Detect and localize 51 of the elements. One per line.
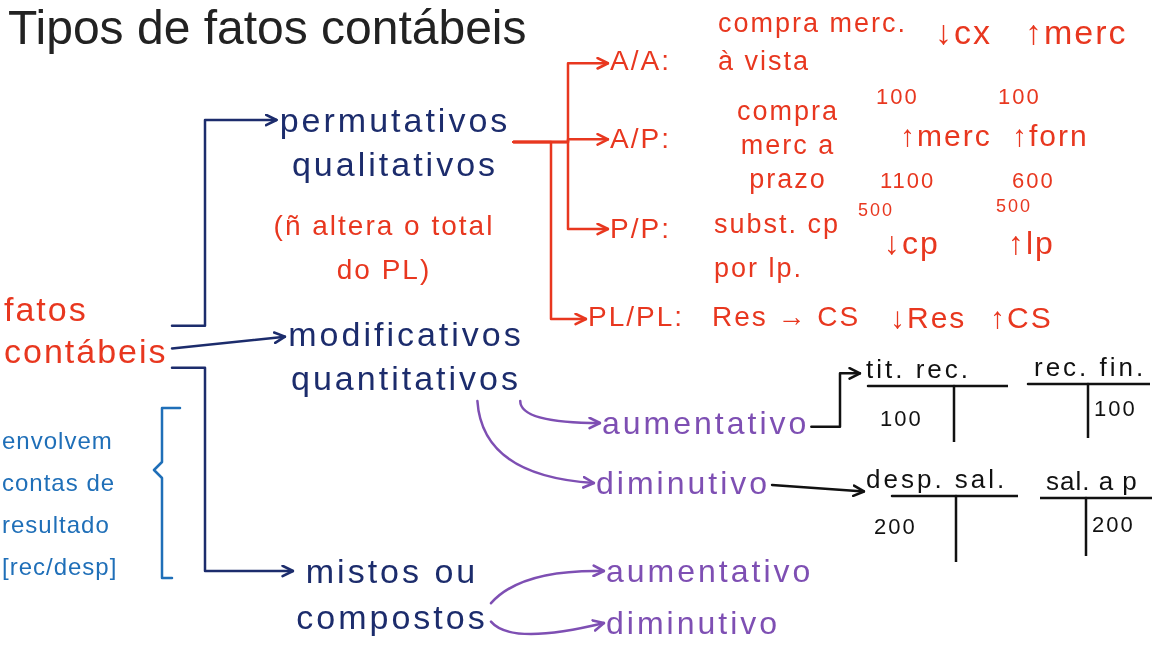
arrow <box>810 366 862 429</box>
account-change: ↓Res <box>890 300 967 336</box>
amount: 1100 <box>880 168 936 194</box>
amount: 500 <box>996 195 1033 217</box>
account-change: ↓cx <box>935 12 992 53</box>
subtype-label: aumentativo <box>606 552 814 590</box>
amount: 600 <box>1012 168 1055 194</box>
case-description: compra merc. à vista <box>718 7 909 78</box>
account-change: ↑lp <box>1008 224 1055 262</box>
arrow <box>170 331 287 350</box>
account-name: sal. a p <box>1046 466 1138 497</box>
subtype-label: aumentativo <box>602 404 810 442</box>
arrow <box>170 366 295 578</box>
arrow <box>489 618 606 636</box>
case-description: subst. cp por lp. <box>714 208 842 285</box>
amount: 100 <box>876 84 919 110</box>
arrow <box>512 140 588 326</box>
amount: 100 <box>998 84 1041 110</box>
category-label: mistos ou compostos <box>295 548 489 640</box>
title: Tipos de fatos contábeis <box>8 0 527 56</box>
amount: 100 <box>880 406 923 432</box>
category-label: modificativos quantitativos <box>287 312 525 400</box>
account-name: tit. rec. <box>866 354 971 385</box>
subtype-label: diminutivo <box>606 604 781 642</box>
arrow <box>519 399 602 430</box>
category-label: permutativos qualitativos <box>278 98 512 186</box>
side-note: (ñ altera o total do PL) <box>272 209 496 287</box>
case-code: A/P: <box>610 122 671 156</box>
subtype-label: diminutivo <box>596 464 771 502</box>
case-description: Res → CS <box>712 300 861 334</box>
case-code: PL/PL: <box>588 300 685 334</box>
account-change: ↓cp <box>884 224 940 262</box>
case-code: A/A: <box>610 44 671 78</box>
arrow <box>770 483 866 498</box>
arrow <box>476 399 596 489</box>
account-change: ↑merc <box>1025 12 1128 53</box>
note-text: envolvem contas de resultado [rec/desp] <box>2 426 119 582</box>
amount: 500 <box>858 199 895 221</box>
account-name: desp. sal. <box>866 464 1008 495</box>
account-change: ↑CS <box>990 300 1053 336</box>
arrow <box>170 113 278 328</box>
account-name: rec. fin. <box>1034 352 1147 383</box>
account-change: ↑merc <box>900 118 992 154</box>
case-code: P/P: <box>610 212 671 246</box>
account-change: ↑forn <box>1012 118 1089 154</box>
amount: 100 <box>1094 396 1137 422</box>
amount: 200 <box>874 514 917 540</box>
amount: 200 <box>1092 512 1135 538</box>
case-description: compra merc a prazo <box>736 95 840 196</box>
arrow <box>489 564 606 605</box>
topic-label: fatos contábeis <box>4 288 170 372</box>
